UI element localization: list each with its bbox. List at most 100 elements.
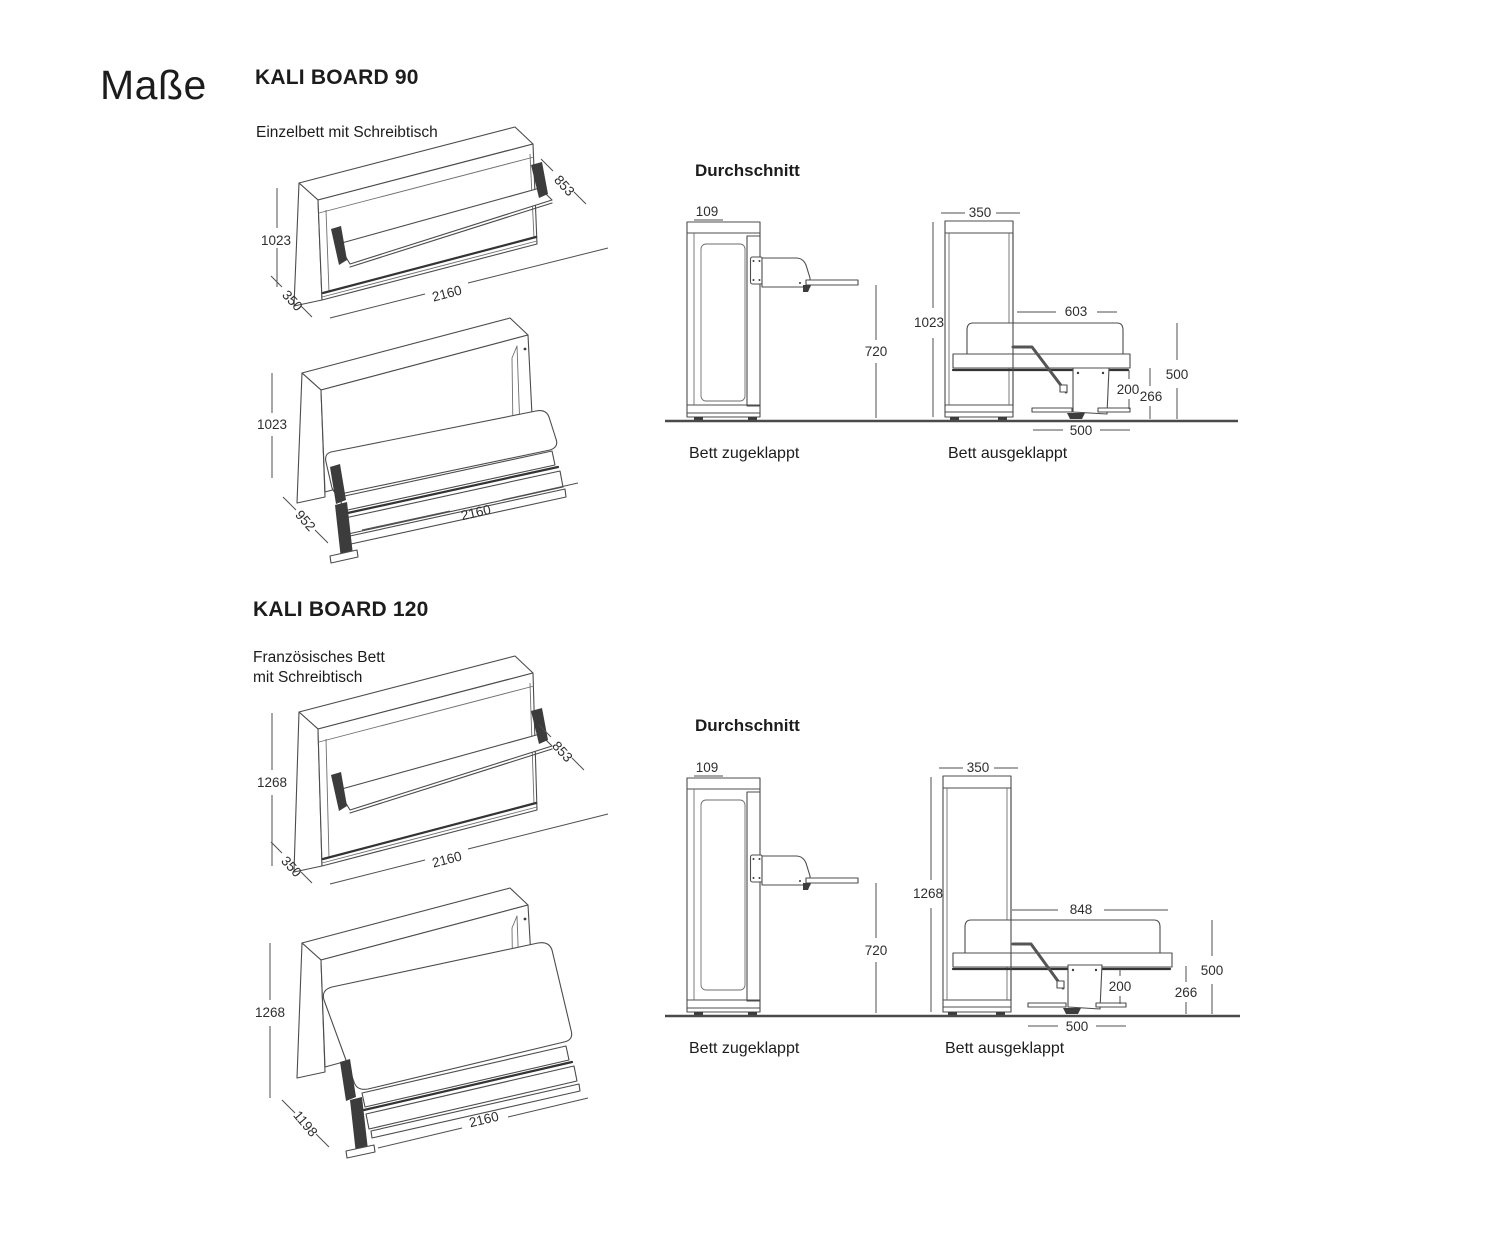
dim-width: 2160 [361,482,579,531]
board120-section-title: Durchschnitt [695,716,800,735]
board90-section-title: Durchschnitt [695,161,800,180]
desk-plate [805,877,859,884]
dim-footprint: 500 [1033,423,1130,438]
caption-open: Bett ausgeklappt [945,1040,1065,1057]
cabinet-outline [944,220,1014,418]
dim-bed-height: 500 [1201,920,1224,1014]
desk-knob [803,883,811,890]
dim-width: 2160 [377,1097,589,1149]
mattress-side [361,1045,570,1108]
dim-label-clearance: 266 [1175,985,1198,1000]
desk-foot-bar-right [1095,1002,1127,1008]
dim-width: 2160 [329,813,609,885]
dim-desk-drop: 200 [1117,370,1140,409]
hinge-left [330,464,346,504]
dim-label-depth: 350 [967,760,990,775]
dim-label-footprint: 500 [1070,423,1093,438]
board120-iso-closed-drawing: 1268 350 2160 853 [257,655,609,885]
desk-foot [1067,413,1085,419]
dim-height: 1268 [913,777,943,1012]
dim-label-height: 1023 [261,233,291,248]
board90-section-open: 350 1023 603 200 266 [914,205,1188,462]
dim-label-desk-width: 853 [549,738,575,765]
cabinet-left-cap [296,372,326,504]
board120-iso-open-drawing: 1268 1198 2160 [255,887,589,1159]
board90-title: KALI BOARD 90 [255,66,419,89]
strut-joint [1056,980,1065,989]
hinge-left [340,1059,356,1101]
bed-base-lip [370,1083,581,1139]
desk-bracket-left [331,226,347,265]
dim-cabinet-depth: 350 [941,205,1020,220]
dim-label-height: 1268 [913,886,943,901]
board120-subtitle-line1: Französisches Bett [253,649,385,666]
strut-joint [1059,384,1068,393]
dim-label-bed-height: 500 [1166,367,1189,382]
folded-desk [335,502,353,559]
bed-rail [362,1060,574,1112]
bed-platform [952,952,1173,968]
dim-label-width: 2160 [460,502,493,523]
dim-label-depth: 1198 [290,1108,320,1140]
dim-label-bed-height: 500 [1201,963,1224,978]
desk-foot-bar-right [1097,407,1131,413]
foot [950,417,959,421]
dim-height: 1023 [257,373,287,478]
folded-desk [1072,367,1110,415]
dim-label-width: 2160 [430,282,463,304]
dim-label-desk-drop: 200 [1117,382,1140,397]
door-panel [700,243,746,402]
folded-desk [350,1097,368,1154]
dim-width: 2160 [329,247,609,319]
board120-section-closed: 109 720 Bett zugeklappt [686,760,888,1057]
board90-iso-closed-drawing: 1023 350 2160 853 [261,126,609,319]
dim-cabinet-depth: 350 [939,760,1018,775]
dim-depth: 1198 [281,1099,330,1148]
dim-label-height: 1023 [257,417,287,432]
dim-bed-height: 500 [1166,323,1189,419]
dim-label-desk-height: 720 [865,943,888,958]
desk-plate [805,279,859,286]
desk-knob [803,285,811,292]
desk-mount-plate [749,854,764,883]
bed-rail [341,465,560,516]
dim-clearance: 266 [1140,368,1163,419]
foot [948,1012,957,1016]
dim-desk-height: 720 [865,285,888,418]
dim-label-desk-drop: 200 [1109,979,1132,994]
foot [694,1012,703,1016]
bed-frame-band [365,1065,578,1130]
dim-desk-drop: 200 [1109,969,1132,1004]
dim-height: 1268 [255,943,285,1098]
dim-label-bed-inner: 603 [1065,304,1088,319]
foot [694,417,703,421]
dim-label-desk-width: 853 [551,172,577,199]
mattress [325,410,558,495]
dim-height: 1268 [257,713,287,866]
desk-mount-plate [749,256,764,285]
bed-edge-strip [746,235,761,407]
dim-label-height: 1268 [257,775,287,790]
dim-label-width: 2160 [430,848,463,870]
foot [998,417,1007,421]
dim-footprint: 500 [1028,1019,1126,1034]
mattress [966,322,1124,355]
board120-title: KALI BOARD 120 [253,598,429,621]
dim-label-width: 2160 [468,1109,501,1131]
dim-bed-inner: 848 [1012,902,1168,917]
dim-bed-inner: 603 [1017,304,1117,319]
desk-bracket [761,257,811,288]
support-strut [1011,942,1065,990]
dim-height: 1023 [914,222,944,417]
board90-section-closed: 109 720 Bett zugeklappt [686,204,888,462]
dim-label-clearance: 266 [1140,389,1163,404]
dim-label-desk-height: 720 [865,344,888,359]
dim-label-bed-inner: 848 [1070,902,1093,917]
dim-label-height: 1268 [255,1005,285,1020]
bed-edge-strip [746,791,761,1002]
support-strut [1011,345,1068,394]
desk-bracket-right [531,162,548,198]
cabinet-outline [942,775,1012,1013]
